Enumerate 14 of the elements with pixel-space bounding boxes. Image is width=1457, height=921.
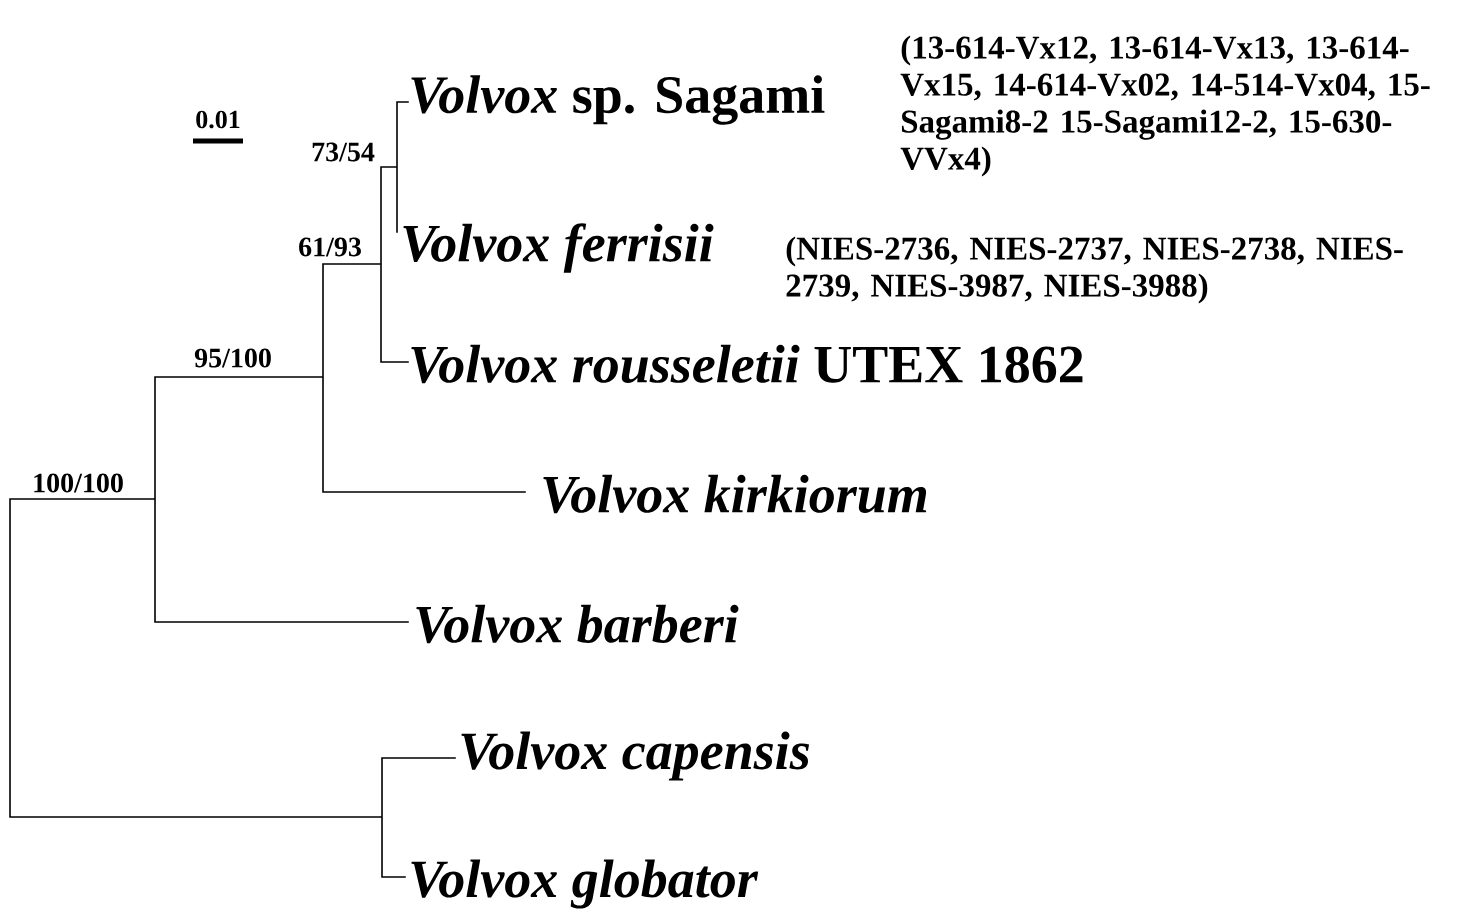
species-label: Volvox globator	[411, 859, 759, 909]
species-label: Volvox kirkiorum	[543, 474, 927, 514]
species-label: Volvox ferrisii	[403, 223, 714, 273]
species-label: Volvox capensis	[461, 731, 810, 781]
bootstrap-value: 95/100	[194, 348, 271, 368]
bootstrap-value: 100/100	[34, 473, 123, 493]
bootstrap-value: 61/93	[299, 237, 361, 257]
scale-label: 0.01	[196, 110, 240, 129]
species-label: Volvox sp. Sagami	[411, 75, 825, 125]
strain-list: (NIES-2736, NIES-2737, NIES-2738, NIES-2739, NIES-3987, NIES-3988)	[786, 236, 1403, 304]
strain-list: (13-614-Vx12, 13-614-Vx13, 13-614-Vx15, 14-614-Vx02, 14-514-Vx04, 15-Sagami8-2 15-Sagami12-2, 15-630-VVx4)	[900, 35, 1430, 177]
species-label: Volvox barberi	[416, 604, 739, 644]
bootstrap-value: 73/54	[312, 142, 375, 162]
species-label: Volvox rousseletii UTEX 1862	[411, 344, 1083, 384]
